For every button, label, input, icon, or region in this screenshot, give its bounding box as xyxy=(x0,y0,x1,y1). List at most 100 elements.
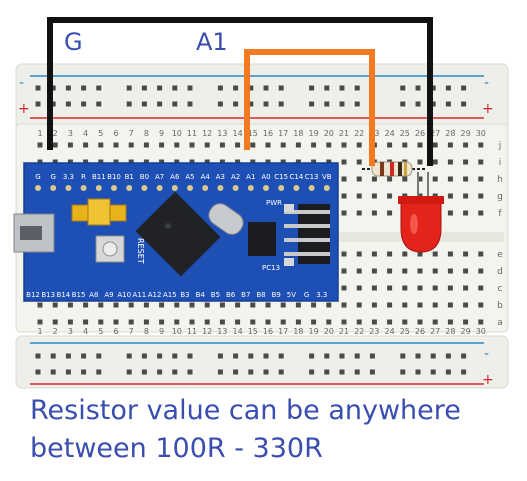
terminal-hole xyxy=(219,319,225,325)
board-pad xyxy=(156,185,163,191)
terminal-hole xyxy=(341,159,347,165)
rail-hole xyxy=(415,101,421,107)
board-pin-label: B0 xyxy=(140,173,149,181)
boot-jumpers xyxy=(71,198,127,226)
terminal-hole xyxy=(402,142,408,148)
terminal-hole xyxy=(189,319,195,325)
terminal-hole xyxy=(447,268,453,274)
column-number: 23 xyxy=(369,327,379,336)
rail-hole xyxy=(157,101,163,107)
terminal-hole xyxy=(341,319,347,325)
terminal-hole xyxy=(432,142,438,148)
column-number: 15 xyxy=(248,327,258,336)
terminal-hole xyxy=(37,159,43,165)
board-pad xyxy=(111,185,117,191)
rail-hole xyxy=(65,85,71,91)
terminal-hole xyxy=(387,268,393,274)
pc13-led xyxy=(284,258,294,266)
terminal-hole xyxy=(204,142,210,148)
column-number: 3 xyxy=(68,129,73,138)
column-number: 24 xyxy=(385,327,395,336)
terminal-hole xyxy=(189,302,195,308)
rail-hole xyxy=(324,85,330,91)
rail-hole xyxy=(278,369,284,375)
column-number: 25 xyxy=(400,129,410,138)
terminal-hole xyxy=(447,159,453,165)
terminal-hole xyxy=(341,251,347,257)
terminal-hole xyxy=(128,142,134,148)
column-number: 22 xyxy=(354,129,364,138)
terminal-hole xyxy=(295,142,301,148)
terminal-hole xyxy=(235,142,241,148)
rail-hole xyxy=(354,85,360,91)
terminal-hole xyxy=(356,210,362,216)
terminal-hole xyxy=(295,159,301,165)
terminal-hole xyxy=(113,142,119,148)
terminal-hole xyxy=(402,268,408,274)
board-pin-label: B8 xyxy=(256,291,265,299)
board-pin-label: B11 xyxy=(92,173,106,181)
resistor-caption: Resistor value can be anywhere between 1… xyxy=(30,392,520,468)
terminal-hole xyxy=(432,285,438,291)
terminal-hole xyxy=(143,319,149,325)
terminal-hole xyxy=(204,302,210,308)
rail-hole xyxy=(263,85,269,91)
rail-hole xyxy=(309,353,315,359)
rail-hole xyxy=(65,369,71,375)
resistor-icon xyxy=(362,161,426,177)
terminal-hole xyxy=(265,302,271,308)
terminal-hole xyxy=(52,302,58,308)
column-number: 29 xyxy=(461,327,471,336)
board-pad xyxy=(202,185,209,191)
terminal-hole xyxy=(447,319,453,325)
rail-hole xyxy=(96,85,102,91)
row-letter: h xyxy=(497,175,503,185)
rail-hole xyxy=(187,101,193,107)
rail-hole xyxy=(157,353,163,359)
row-letter: g xyxy=(497,192,503,202)
rail-hole xyxy=(309,369,315,375)
rail-hole xyxy=(35,369,41,375)
board-pin-label: B10 xyxy=(107,173,121,181)
terminal-hole xyxy=(432,176,438,182)
terminal-hole xyxy=(311,319,317,325)
terminal-hole xyxy=(371,193,377,199)
rail-hole xyxy=(324,101,330,107)
board-pad xyxy=(141,185,148,191)
led-icon xyxy=(398,172,444,253)
terminal-hole xyxy=(447,142,453,148)
column-number: 27 xyxy=(430,327,440,336)
board-pad xyxy=(232,185,239,191)
rail-hole xyxy=(248,85,254,91)
pwr-label: PWR xyxy=(266,199,282,207)
terminal-hole xyxy=(98,159,104,165)
board-pin-label: C15 xyxy=(274,173,288,181)
rail-hole xyxy=(400,85,406,91)
terminal-hole xyxy=(189,159,195,165)
rail-hole xyxy=(96,353,102,359)
column-number: 12 xyxy=(202,129,212,138)
rail-hole xyxy=(126,101,132,107)
rail-hole xyxy=(126,353,132,359)
board-pin-label: 3.3 xyxy=(63,173,74,181)
board-pin-label: B13 xyxy=(41,291,55,299)
terminal-hole xyxy=(371,268,377,274)
board-pin-label: B3 xyxy=(180,291,189,299)
rail-hole xyxy=(172,101,178,107)
terminal-hole xyxy=(311,142,317,148)
rail-hole xyxy=(141,369,147,375)
board-pin-label: B9 xyxy=(272,291,281,299)
terminal-hole xyxy=(204,159,210,165)
rail-hole xyxy=(324,369,330,375)
column-number: 1 xyxy=(37,327,42,336)
board-pin-label: A10 xyxy=(117,291,131,299)
terminal-hole xyxy=(113,159,119,165)
terminal-hole xyxy=(83,302,89,308)
terminal-hole xyxy=(341,210,347,216)
rail-hole xyxy=(172,353,178,359)
rail-hole xyxy=(217,353,223,359)
